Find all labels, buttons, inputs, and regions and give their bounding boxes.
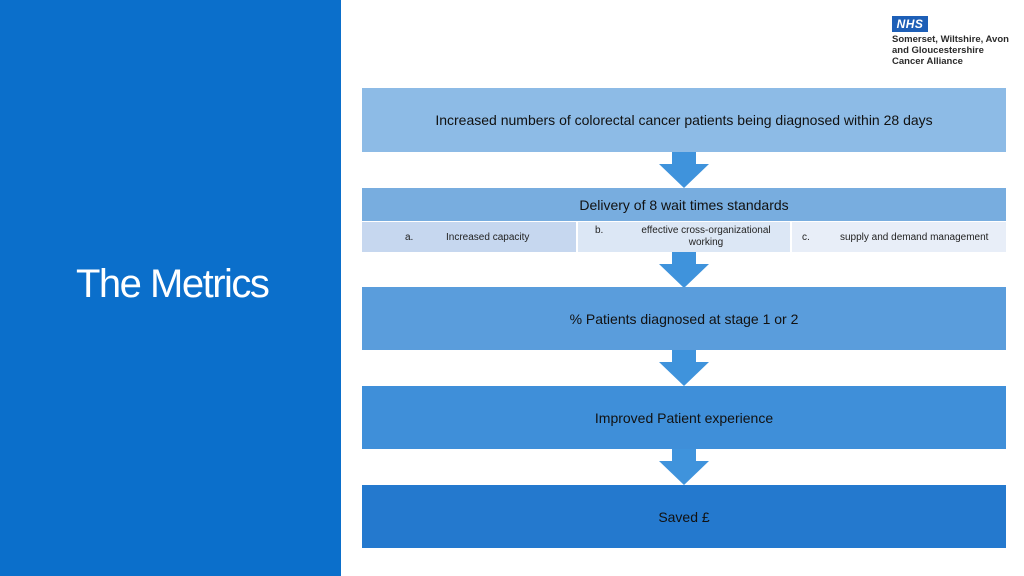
subitem-b-text: effective cross-organizational working xyxy=(641,225,771,248)
down-arrow-icon xyxy=(659,152,709,188)
flow-step-3-label: % Patients diagnosed at stage 1 or 2 xyxy=(569,310,799,327)
logo-text: Somerset, Wiltshire, Avon and Gloucester… xyxy=(892,34,1022,67)
flow-step-1-label: Increased numbers of colorectal cancer p… xyxy=(435,112,933,128)
flow-step-2: Delivery of 8 wait times standards xyxy=(362,188,1006,221)
logo-line-2: and Gloucestershire xyxy=(892,45,984,56)
subitem-a-text: Increased capacity xyxy=(446,232,530,243)
down-arrow-icon xyxy=(659,350,709,386)
flow-step-2-label: Delivery of 8 wait times standards xyxy=(579,196,789,213)
subitem-b: b. effective cross-organizational workin… xyxy=(578,222,790,252)
flow-step-4-label: Improved Patient experience xyxy=(594,409,774,426)
flow-step-1: Increased numbers of colorectal cancer p… xyxy=(362,88,1006,152)
subitem-c: c. supply and demand management xyxy=(792,222,1006,252)
subitem-a-letter: a. xyxy=(405,232,414,243)
nhs-logo: NHS Somerset, Wiltshire, Avon and Glouce… xyxy=(892,16,1020,68)
flow-step-4: Improved Patient experience xyxy=(362,386,1006,449)
flow-step-5: Saved £ xyxy=(362,485,1006,548)
subitem-c-letter: c. xyxy=(802,232,810,243)
nhs-badge: NHS xyxy=(892,16,928,32)
logo-line-1: Somerset, Wiltshire, Avon xyxy=(892,34,1009,45)
subitem-c-text: supply and demand management xyxy=(840,232,989,243)
flow-step-2-subitems: a. Increased capacity b. effective cross… xyxy=(362,222,1006,252)
logo-line-3: Cancer Alliance xyxy=(892,56,963,67)
subitem-b-letter: b. xyxy=(595,225,604,236)
flow-step-3: % Patients diagnosed at stage 1 or 2 xyxy=(362,287,1006,350)
flow-step-5-label: Saved £ xyxy=(658,508,710,525)
down-arrow-icon xyxy=(659,449,709,485)
slide-title: The Metrics xyxy=(76,262,270,306)
subitem-a: a. Increased capacity xyxy=(362,222,576,252)
title-panel xyxy=(0,0,341,576)
down-arrow-icon xyxy=(659,252,709,288)
